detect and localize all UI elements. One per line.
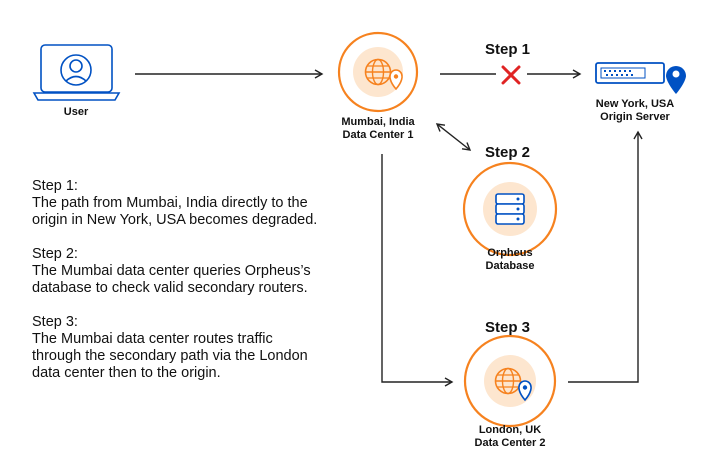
note-line: origin in New York, USA becomes degraded… <box>32 212 318 228</box>
orpheus-label: Orpheus Database <box>460 247 560 273</box>
note-line: data center then to the origin. <box>32 365 221 381</box>
note-heading: Step 1: <box>32 178 78 194</box>
arrow-mumbai-orpheus <box>435 123 472 151</box>
note-heading: Step 3: <box>32 314 78 330</box>
orpheus-label-line2: Database <box>485 260 535 272</box>
note-step2: Step 2: The Mumbai data center queries O… <box>32 246 362 297</box>
step2-title: Step 2 <box>485 144 531 161</box>
laptop-user-icon <box>32 44 121 101</box>
note-line: The Mumbai data center queries Orpheus’s <box>32 263 311 279</box>
origin-label: New York, USA Origin Server <box>575 98 695 124</box>
mumbai-label-line2: Data Center 1 <box>342 129 414 141</box>
note-step1: Step 1: The path from Mumbai, India dire… <box>32 178 362 229</box>
failure-x-icon <box>501 65 521 85</box>
london-label-line2: Data Center 2 <box>474 437 546 449</box>
database-icon <box>462 161 558 257</box>
london-globe-icon <box>463 334 557 428</box>
mumbai-globe-icon <box>337 31 419 113</box>
note-step3: Step 3: The Mumbai data center routes tr… <box>32 314 362 382</box>
origin-label-line2: Origin Server <box>600 111 670 123</box>
london-label-line1: London, UK <box>478 424 542 436</box>
london-label: London, UK Data Center 2 <box>450 424 570 450</box>
note-line: through the secondary path via the Londo… <box>32 348 308 364</box>
note-heading: Step 2: <box>32 246 78 262</box>
server-location-icon <box>595 62 686 94</box>
note-line: The Mumbai data center routes traffic <box>32 331 273 347</box>
user-label: User <box>63 106 89 118</box>
origin-label-line1: New York, USA <box>595 98 675 110</box>
step1-title: Step 1 <box>485 41 531 58</box>
arrow-london-to-origin <box>568 130 643 383</box>
step-notes: Step 1: The path from Mumbai, India dire… <box>32 178 362 399</box>
mumbai-label-line1: Mumbai, India <box>341 116 415 128</box>
orpheus-label-line1: Orpheus <box>487 247 533 259</box>
mumbai-label: Mumbai, India Data Center 1 <box>318 116 438 142</box>
arrow-mumbai-to-london <box>381 154 454 387</box>
note-line: The path from Mumbai, India directly to … <box>32 195 308 211</box>
note-line: database to check valid secondary router… <box>32 280 308 296</box>
step3-title: Step 3 <box>485 319 531 336</box>
